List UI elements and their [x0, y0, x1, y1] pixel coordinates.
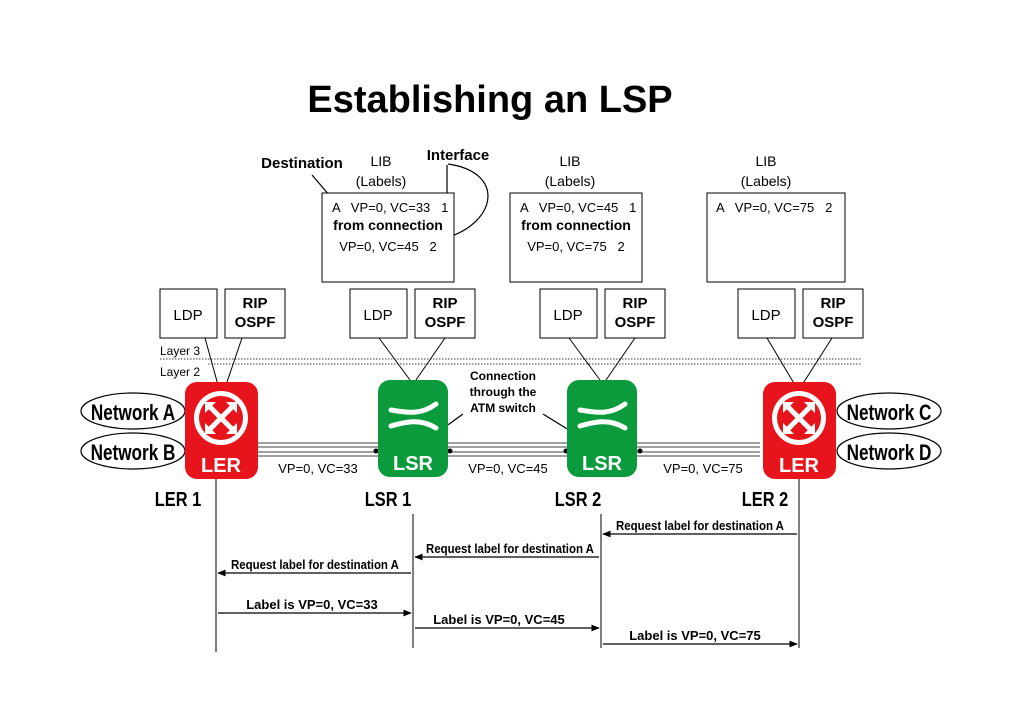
svg-text:(Labels): (Labels) — [356, 173, 407, 189]
svg-text:Label is VP=0, VC=33: Label is VP=0, VC=33 — [246, 597, 378, 612]
message-label-2: Label is VP=0, VC=45 — [415, 612, 600, 632]
ler-2-device: LER — [763, 382, 836, 479]
ler-2-name: LER 2 — [742, 487, 788, 510]
message-request-2: Request label for destination A — [414, 541, 599, 561]
rip-label: RIP — [242, 295, 267, 312]
lsr-label: LSR — [393, 453, 434, 475]
svg-text:Network D: Network D — [847, 441, 932, 466]
svg-text:Network A: Network A — [91, 401, 175, 426]
message-label-1: Label is VP=0, VC=33 — [218, 597, 412, 617]
ospf-label: OSPF — [813, 314, 854, 331]
svg-text:Label is VP=0, VC=75: Label is VP=0, VC=75 — [629, 628, 761, 643]
proto-group-1: LDP RIP OSPF — [159, 288, 286, 339]
network-c: Network C — [836, 392, 942, 430]
router-arrows-icon — [785, 404, 813, 432]
rip-label: RIP — [432, 295, 457, 312]
timelines — [215, 479, 800, 652]
destination-callout: Destination — [261, 155, 343, 172]
ospf-label: OSPF — [615, 314, 656, 331]
lib-table-1: A VP=0, VC=33 1 from connection VP=0, VC… — [321, 192, 455, 283]
message-label-3: Label is VP=0, VC=75 — [603, 628, 798, 648]
message-request-1: Request label for destination A — [217, 557, 411, 577]
lsr-1-device: LSR — [378, 380, 448, 477]
ldp-label: LDP — [553, 307, 582, 324]
lsr-label: LSR — [582, 453, 623, 475]
lib-table-3: A VP=0, VC=75 2 — [706, 192, 846, 283]
svg-text:(Labels): (Labels) — [545, 173, 596, 189]
layer3-label: Layer 3 — [160, 344, 200, 358]
svg-text:through the: through the — [470, 385, 537, 399]
interface-callout: Interface — [427, 147, 490, 164]
link-lines — [258, 442, 760, 457]
svg-text:LIB: LIB — [559, 153, 580, 169]
lsr-2-name: LSR 2 — [555, 487, 601, 510]
lib-header-3: LIB (Labels) — [741, 153, 792, 189]
link-label-1: VP=0, VC=33 — [278, 461, 358, 476]
lsr-1-name: LSR 1 — [365, 487, 411, 510]
atm-switch-icon — [388, 401, 439, 431]
svg-text:from connection: from connection — [521, 217, 631, 233]
svg-text:Network B: Network B — [91, 441, 176, 466]
network-b: Network B — [80, 432, 186, 470]
proto-group-3: LDP RIP OSPF — [539, 288, 666, 339]
svg-text:Network C: Network C — [847, 401, 932, 426]
lsr-2-device: LSR — [567, 380, 637, 477]
network-a: Network A — [80, 392, 186, 430]
svg-text:A VP=0, VC=75 2: A VP=0, VC=75 2 — [716, 200, 832, 215]
link-label-2: VP=0, VC=45 — [468, 461, 548, 476]
lib-header-2: LIB (Labels) — [545, 153, 596, 189]
ldp-label: LDP — [751, 307, 780, 324]
ldp-label: LDP — [173, 307, 202, 324]
svg-text:from connection: from connection — [333, 217, 443, 233]
svg-text:Request label for destination: Request label for destination A — [426, 541, 594, 556]
svg-text:Label is VP=0, VC=45: Label is VP=0, VC=45 — [433, 612, 565, 627]
svg-text:LIB: LIB — [370, 153, 391, 169]
svg-text:Request label for destination: Request label for destination A — [616, 518, 784, 533]
network-d: Network D — [836, 432, 942, 470]
proto-connectors — [204, 337, 833, 386]
atm-switch-icon — [577, 401, 628, 431]
ldp-label: LDP — [363, 307, 392, 324]
svg-text:Request label for destination: Request label for destination A — [231, 557, 399, 572]
svg-text:VP=0, VC=75 2: VP=0, VC=75 2 — [527, 239, 625, 254]
message-request-3: Request label for destination A — [602, 518, 797, 538]
interface-arrow-2 — [445, 163, 489, 239]
svg-text:A VP=0, VC=45 1: A VP=0, VC=45 1 — [520, 200, 636, 215]
ler-1-name: LER 1 — [155, 487, 201, 510]
svg-text:LIB: LIB — [755, 153, 776, 169]
proto-group-4: LDP RIP OSPF — [737, 288, 864, 339]
ler-1-device: LER — [185, 382, 258, 479]
connection-note: Connection through the ATM switch — [470, 369, 537, 415]
router-arrows-icon — [207, 404, 235, 432]
page-title: Establishing an LSP — [307, 79, 672, 121]
ospf-label: OSPF — [425, 314, 466, 331]
svg-text:ATM switch: ATM switch — [470, 401, 536, 415]
svg-text:A VP=0, VC=33 1: A VP=0, VC=33 1 — [332, 200, 448, 215]
svg-text:(Labels): (Labels) — [741, 173, 792, 189]
link-label-3: VP=0, VC=75 — [663, 461, 743, 476]
ler-label: LER — [779, 455, 820, 477]
lib-table-2: A VP=0, VC=45 1 from connection VP=0, VC… — [509, 192, 643, 283]
ler-label: LER — [201, 455, 242, 477]
svg-text:Connection: Connection — [470, 369, 536, 383]
lib-header-1: LIB (Labels) — [356, 153, 407, 189]
ospf-label: OSPF — [235, 314, 276, 331]
rip-label: RIP — [820, 295, 845, 312]
svg-text:VP=0, VC=45 2: VP=0, VC=45 2 — [339, 239, 437, 254]
proto-group-2: LDP RIP OSPF — [349, 288, 476, 339]
layer2-label: Layer 2 — [160, 365, 200, 379]
rip-label: RIP — [622, 295, 647, 312]
